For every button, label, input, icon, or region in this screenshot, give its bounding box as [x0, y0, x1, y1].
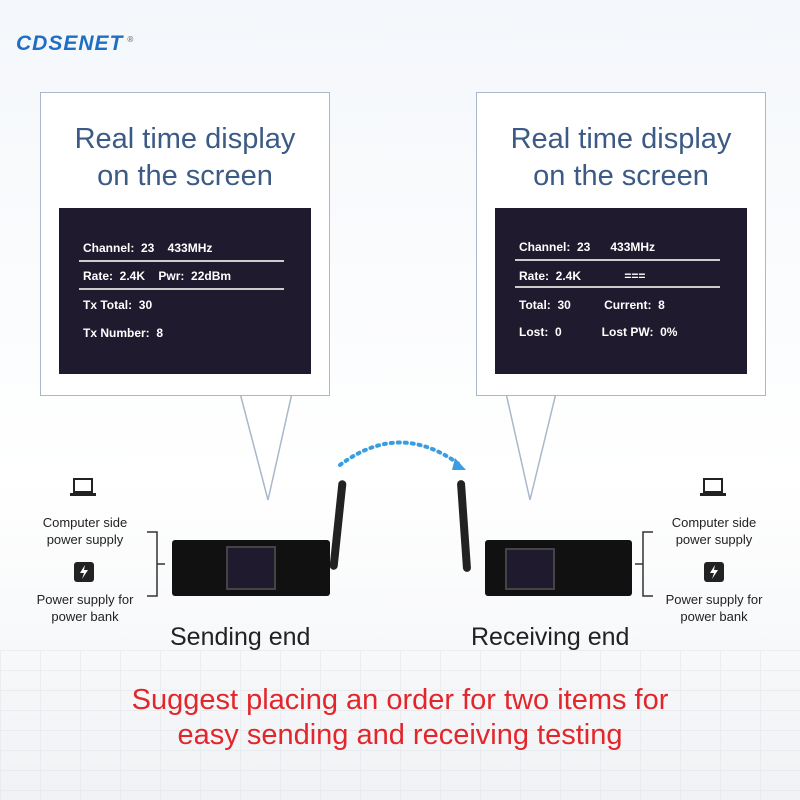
- power-bank-icon: [704, 562, 724, 582]
- receiver-board: [485, 540, 632, 596]
- screen-row: Lost: 0 Lost PW: 0%: [519, 325, 678, 339]
- receiver-screen: Channel: 23 433MHz Rate: 2.4K === Total:…: [495, 208, 747, 374]
- sender-screen: Channel: 23 433MHz Rate: 2.4K Pwr: 22dBm…: [59, 208, 311, 374]
- background-grid: [0, 650, 800, 800]
- screen-row: Tx Number: 8: [83, 326, 164, 340]
- screen-row: Channel: 23 433MHz: [83, 241, 213, 255]
- laptop-icon: [70, 478, 96, 496]
- footer-line-1: Suggest placing an order for two items f…: [131, 684, 669, 716]
- screen-row: Tx Total: 30: [83, 298, 153, 312]
- bracket: [147, 531, 165, 597]
- screen-row: Rate: 2.4K ===: [519, 269, 646, 283]
- screen-row: Rate: 2.4K Pwr: 22dBm: [83, 269, 232, 283]
- power-bank-label: Power supply for power bank: [36, 592, 134, 624]
- receiving-end-label: Receiving end: [471, 623, 630, 651]
- power-bank-label: Power supply for power bank: [665, 592, 763, 624]
- computer-power-label: Computer side power supply: [671, 515, 757, 547]
- laptop-icon: [700, 478, 726, 496]
- bracket: [635, 531, 653, 597]
- sender-board: [172, 540, 330, 596]
- bubble-tails: [239, 392, 557, 501]
- sending-end-label: Sending end: [170, 623, 311, 651]
- screen-row: Total: 30 Current: 8: [519, 298, 665, 312]
- logo: CDSENET®: [16, 32, 135, 55]
- power-bank-icon: [74, 562, 94, 582]
- footer-line-2: easy sending and receiving testing: [177, 719, 623, 751]
- computer-power-label: Computer side power supply: [42, 515, 128, 547]
- screen-row: Channel: 23 433MHz: [519, 240, 656, 254]
